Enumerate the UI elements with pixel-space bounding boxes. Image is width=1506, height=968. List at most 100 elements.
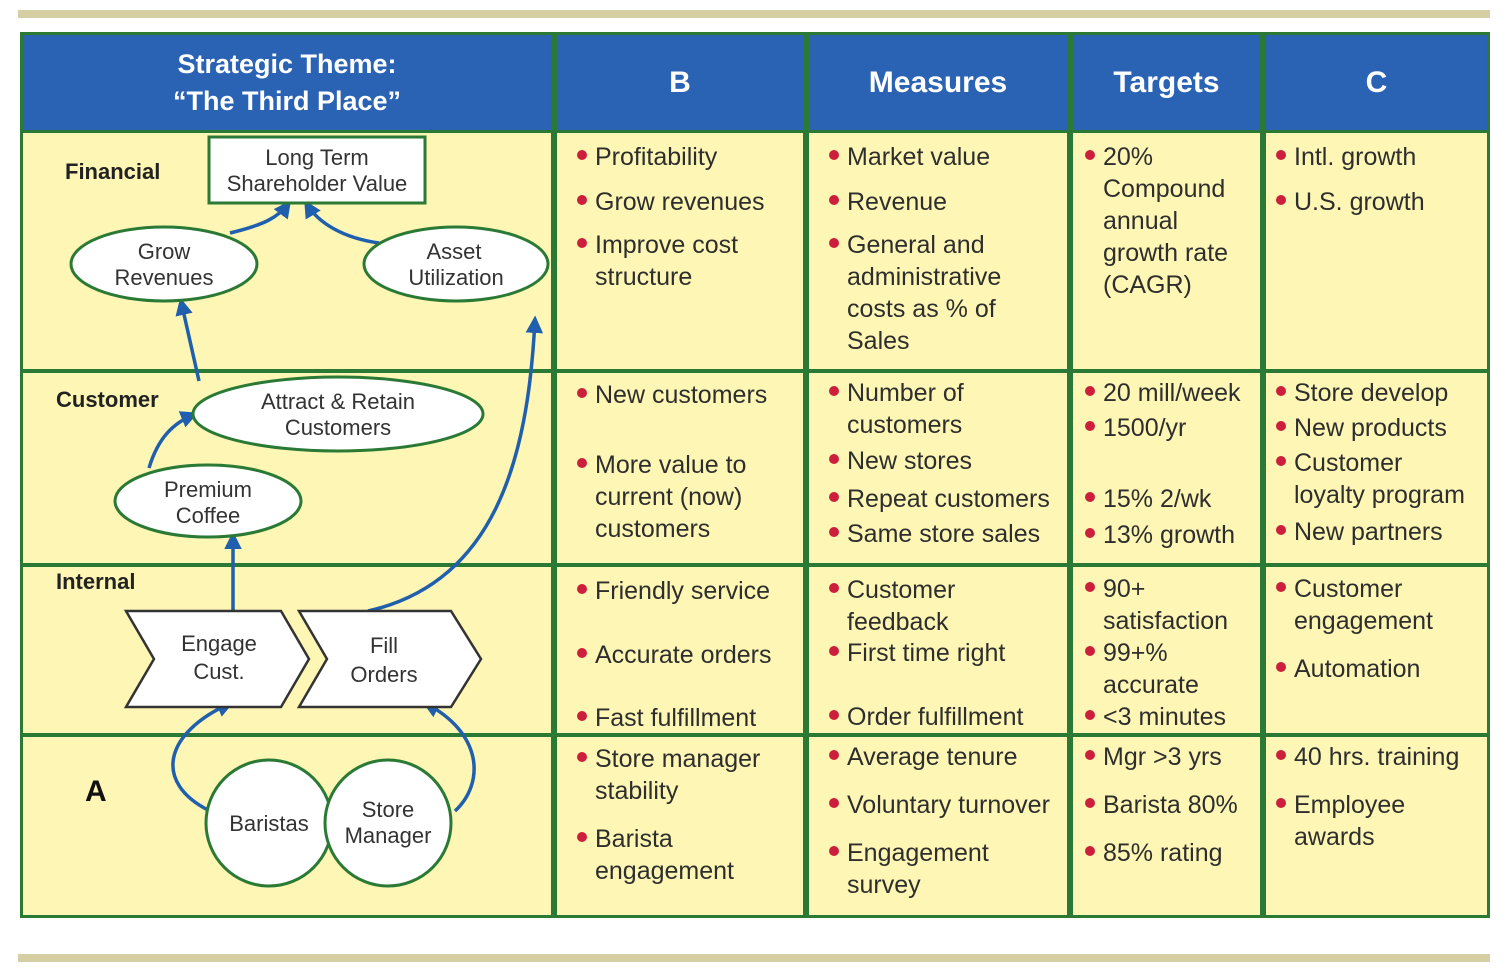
list-item: 85% rating <box>1083 837 1256 869</box>
theme-title-line2: “The Third Place” <box>172 85 402 116</box>
node-asset-utilization <box>362 225 550 303</box>
node-premium-line2: Coffee <box>176 503 240 528</box>
list-item: New stores <box>827 445 1063 477</box>
row-divider-internal <box>23 733 551 737</box>
node-store-line1: Store <box>362 797 415 822</box>
list-item: Intl. growth <box>1274 141 1483 173</box>
node-attract-retain <box>191 375 485 453</box>
node-fill-orders <box>296 609 483 709</box>
cell-customer-targets: 20 mill/week 1500/yr 15% 2/wk 13% growth <box>1073 373 1260 563</box>
list-item: Fast fulfillment <box>575 702 799 734</box>
list-item: First time right <box>827 637 1063 669</box>
cell-internal-targets: 90+satisfaction 99+%accurate <3 minutes <box>1073 567 1260 733</box>
list-item: Friendly service <box>575 575 799 607</box>
node-fill-line2: Orders <box>350 662 417 687</box>
cell-financial-c: Intl. growth U.S. growth <box>1266 133 1487 369</box>
row-divider-financial <box>23 369 551 373</box>
arrow-premium-to-attract <box>147 411 199 469</box>
arrow-manager-to-fill <box>421 701 476 813</box>
node-engage-line2: Cust. <box>193 659 244 684</box>
arrow-attract-to-grow <box>175 297 201 382</box>
list-item: Repeat customers <box>827 483 1063 515</box>
list-item: Voluntary turnover <box>827 789 1063 821</box>
cell-internal-b: Friendly service Accurate orders Fast fu… <box>557 567 803 733</box>
list-item: Automation <box>1274 653 1483 685</box>
header-col-b: B <box>557 35 803 130</box>
list-item: 13% growth <box>1083 519 1256 551</box>
strategy-map-table: Strategic Theme: “The Third Place” B Mea… <box>20 32 1490 918</box>
list-item: 15% 2/wk <box>1083 483 1256 515</box>
node-baristas-label: Baristas <box>229 811 308 836</box>
cell-learning-targets: Mgr >3 yrs Barista 80% 85% rating <box>1073 737 1260 915</box>
list-item: Average tenure <box>827 741 1063 773</box>
list-item: Profitability <box>575 141 799 173</box>
node-grow-revenues <box>69 225 259 303</box>
cell-internal-measures: Customer feedback First time right Order… <box>809 567 1067 733</box>
list-item: 20 mill/week <box>1083 377 1256 409</box>
list-item: Customer feedback <box>827 574 1063 638</box>
node-asset-line2: Utilization <box>408 265 503 290</box>
list-item: 90+satisfaction <box>1083 573 1256 637</box>
list-item: Market value <box>827 141 1063 173</box>
node-grow-line1: Grow <box>138 239 191 264</box>
node-premium-line1: Premium <box>164 477 252 502</box>
node-asset-line1: Asset <box>426 239 481 264</box>
header-measures: Measures <box>809 35 1067 130</box>
label-financial: Financial <box>65 159 160 184</box>
list-item: 40 hrs. training <box>1274 741 1483 773</box>
list-item: Store develop <box>1274 377 1483 409</box>
list-item: 1500/yr <box>1083 412 1256 444</box>
list-item: <3 minutes <box>1083 701 1256 733</box>
bottom-rule <box>18 954 1490 962</box>
row-divider-customer <box>23 563 551 567</box>
list-item: U.S. growth <box>1274 186 1483 218</box>
list-item: Grow revenues <box>575 186 799 218</box>
header-col-c: C <box>1266 35 1487 130</box>
node-long-term-line2: Shareholder Value <box>227 171 408 196</box>
list-item: Accurate orders <box>575 639 799 671</box>
arrow-asset-to-value <box>304 199 380 245</box>
node-engage-line1: Engage <box>181 631 257 656</box>
list-item: New products <box>1274 412 1483 444</box>
theme-title-line1: Strategic Theme: <box>177 48 397 79</box>
node-attract-line1: Attract & Retain <box>261 389 415 414</box>
list-item: 99+%accurate <box>1083 637 1256 701</box>
label-customer: Customer <box>56 387 159 412</box>
node-attract-line2: Customers <box>285 415 391 440</box>
strategy-map-canvas: Financial Customer Internal A Long Term … <box>23 135 551 888</box>
node-long-term-value <box>207 135 427 205</box>
strategy-map: Financial Customer Internal A Long Term … <box>23 133 551 915</box>
label-learning-a: A <box>85 775 107 808</box>
node-store-manager <box>323 758 453 888</box>
node-fill-line1: Fill <box>370 633 398 658</box>
list-item: New customers <box>575 379 799 411</box>
cell-financial-b: Profitability Grow revenues Improve cost… <box>557 133 803 369</box>
list-item: New partners <box>1274 516 1483 548</box>
node-premium-coffee <box>113 463 303 539</box>
node-engage-customers <box>123 609 311 709</box>
header-targets: Targets <box>1073 35 1260 130</box>
list-item: Same store sales <box>827 518 1063 550</box>
list-item: Order fulfillment <box>827 701 1063 733</box>
arrow-baristas-to-engage <box>171 700 235 813</box>
list-item: Mgr >3 yrs <box>1083 741 1256 773</box>
label-internal: Internal <box>56 569 135 594</box>
